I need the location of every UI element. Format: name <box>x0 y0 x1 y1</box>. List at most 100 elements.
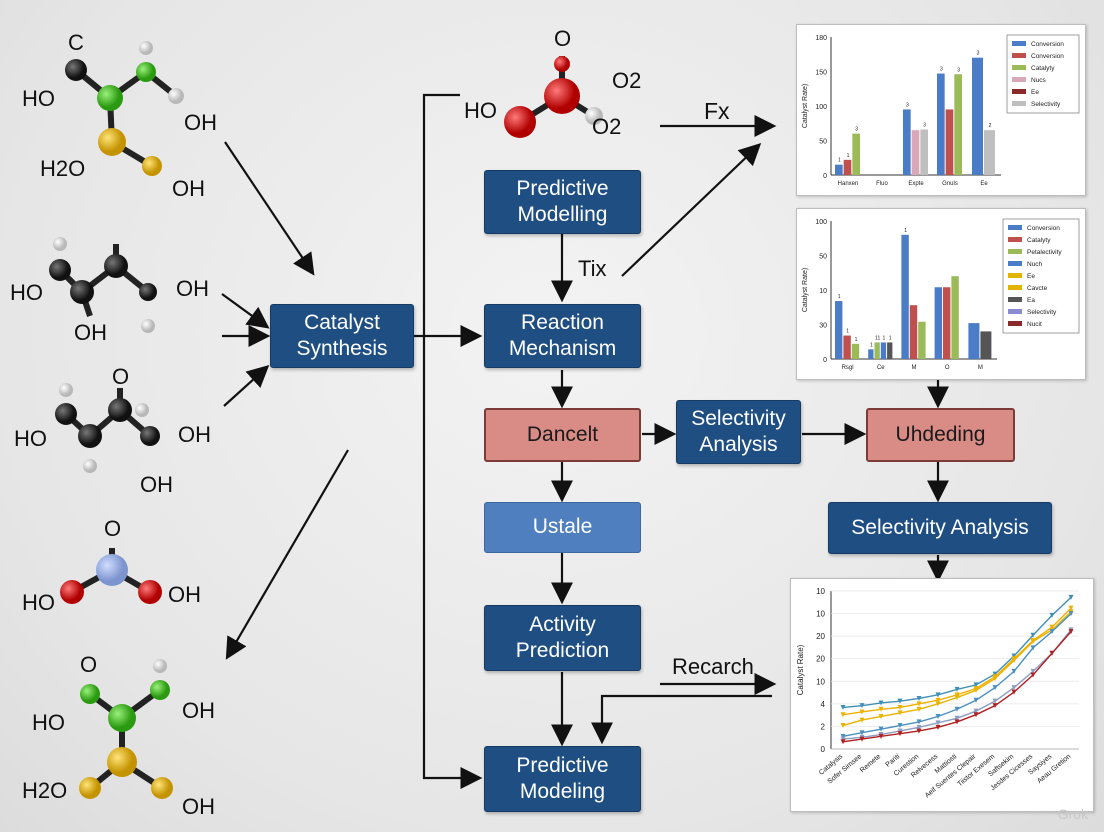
bar-value-label: 1 <box>846 329 849 335</box>
y-tick-label: 10 <box>816 587 825 596</box>
data-point <box>840 739 846 745</box>
legend-entry: Cavcte <box>1027 285 1048 292</box>
catalyst-synthesis-box[interactable]: Catalyst Synthesis <box>270 304 414 368</box>
data-point <box>840 733 846 739</box>
x-tick-label: Remete <box>859 753 882 774</box>
ustale-box[interactable]: Ustale <box>484 502 641 553</box>
m2-bottom-label: OH <box>74 320 107 345</box>
data-point <box>1030 632 1036 638</box>
arrow-mol2-to-synthesis <box>221 293 270 329</box>
selectivity-analysis-right-box[interactable]: Selectivity Analysis <box>828 502 1052 554</box>
x-tick-label: Gnuls <box>942 181 958 187</box>
bar <box>903 109 911 175</box>
data-point <box>916 701 922 707</box>
bar <box>937 73 945 175</box>
data-point <box>878 706 884 712</box>
data-point <box>1068 629 1074 635</box>
data-point <box>973 712 979 718</box>
data-point <box>973 687 979 693</box>
data-point <box>1011 658 1017 664</box>
bar-value-label: 2 <box>989 123 992 129</box>
y-tick-label: 0 <box>821 745 826 754</box>
legend-swatch <box>1012 77 1026 82</box>
molecule-4 <box>60 548 162 604</box>
molecule-2 <box>49 237 157 333</box>
data-point <box>1011 668 1017 674</box>
legend-entry: Petalectivity <box>1027 249 1062 256</box>
predictive-modeling-box[interactable]: Predictive Modeling <box>484 746 641 812</box>
predictive-modelling-box[interactable]: Predictive Modelling <box>484 170 641 234</box>
recarch-label: Recarch <box>672 654 754 679</box>
legend-entry: Nucs <box>1031 77 1047 84</box>
m3-left-label: HO <box>14 426 47 451</box>
data-point <box>840 704 846 710</box>
legend-swatch <box>1008 321 1022 326</box>
data-point <box>1030 645 1036 651</box>
dancelt-box[interactable]: Dancelt <box>484 408 641 462</box>
data-point <box>1068 594 1074 600</box>
m3-bottom-label: OH <box>140 472 173 497</box>
data-point <box>840 712 846 718</box>
x-tick-label: Sofer Simsee <box>827 753 864 785</box>
data-point <box>840 723 846 729</box>
y-tick-label: 100 <box>815 219 827 226</box>
data-point <box>897 710 903 716</box>
data-point <box>1030 672 1036 678</box>
bar-value-label: 1 <box>870 342 873 348</box>
data-point <box>935 724 941 730</box>
legend-swatch <box>1008 237 1022 242</box>
data-point <box>916 719 922 725</box>
selectivity-analysis-box[interactable]: Selectivity Analysis <box>676 400 801 464</box>
y-tick-label: 20 <box>816 632 825 641</box>
legend-entry: Ee <box>1027 273 1035 280</box>
bar-value-label: 3 <box>923 122 926 128</box>
y-axis-label: Catalyst Rate) <box>802 84 809 128</box>
uhdeding-box[interactable]: Uhdeding <box>866 408 1015 462</box>
arrow-mol3-to-synthesis <box>223 365 270 407</box>
bar <box>874 342 880 359</box>
y-tick-label: 10 <box>816 677 825 686</box>
legend-entry: Selectivity <box>1031 101 1061 108</box>
m1-left-label: HO <box>22 86 55 111</box>
bar <box>980 331 992 359</box>
bar <box>843 159 852 175</box>
data-point <box>1011 653 1017 659</box>
data-point <box>1011 685 1017 691</box>
y-tick-label: 2 <box>821 722 826 731</box>
m2-left-label: HO <box>10 280 43 305</box>
data-point <box>973 682 979 688</box>
bar-value-label: 3 <box>957 67 960 73</box>
bar <box>868 349 874 359</box>
data-point <box>916 695 922 701</box>
y-tick-label: 4 <box>821 700 826 709</box>
bar <box>943 287 951 359</box>
bar-value-label: 1 <box>904 228 907 234</box>
m4-right-label: OH <box>168 582 201 607</box>
bar-value-label: 1 <box>838 294 841 300</box>
legend-swatch <box>1012 53 1026 58</box>
bar <box>954 74 962 175</box>
reaction-mechanism-box[interactable]: Reaction Mechanism <box>484 304 641 368</box>
data-point <box>1068 611 1074 617</box>
legend-entry: Nucit <box>1027 321 1042 328</box>
legend-entry: Catalyty <box>1027 237 1051 244</box>
molecule-3 <box>55 383 160 473</box>
bar <box>911 130 920 175</box>
m4-top-label: O <box>104 516 122 541</box>
m3-right-label: OH <box>178 422 211 447</box>
y-axis-label: Catalyst Rate) <box>796 644 805 695</box>
data-point <box>878 700 884 706</box>
m1-bottom-left-label: H2O <box>40 156 86 181</box>
legend-swatch <box>1008 273 1022 278</box>
y-tick-label: 180 <box>815 35 827 42</box>
m1-right-label: OH <box>184 110 217 135</box>
legend-entry: Ee <box>1031 89 1039 96</box>
bar <box>945 109 954 175</box>
bar <box>984 130 995 175</box>
activity-prediction-box[interactable]: Activity Prediction <box>484 605 641 671</box>
molecule-6 <box>504 56 603 138</box>
legend-entry: Conversion <box>1027 225 1060 232</box>
